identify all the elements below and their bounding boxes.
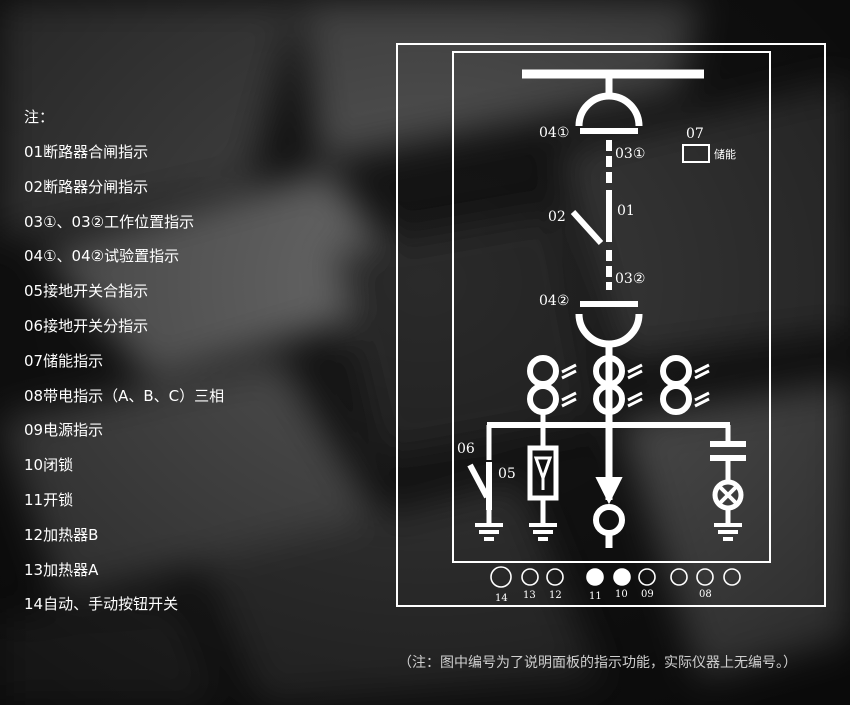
legend-item: 04①、04②试验置指示 <box>24 247 180 266</box>
legend-item: 10闭锁 <box>24 456 74 475</box>
ground-symbol-right <box>714 508 742 541</box>
label-02: 02 <box>548 209 566 225</box>
legend-item: 01断路器合闸指示 <box>24 143 149 161</box>
indicator-08-c <box>723 568 741 586</box>
bottom-label-12: 12 <box>549 590 562 601</box>
legend-list: 01断路器合闸指示 02断路器分闸指示 03①、03②工作位置指示 04①、04… <box>24 139 224 626</box>
legend-item: 09电源指示 <box>24 421 104 440</box>
ground-switch-open-bar <box>467 463 490 499</box>
current-transformer-left <box>527 355 577 415</box>
indicator-08-b <box>696 568 714 586</box>
storage-indicator-box <box>682 144 710 163</box>
footnote: （注：图中编号为了说明面板的指示功能，实际仪器上无编号。） <box>398 655 797 671</box>
legend-item: 14自动、手动按钮开关 <box>24 595 179 614</box>
label-042: 04② <box>539 293 569 309</box>
lower-contact-arc <box>575 313 643 348</box>
label-041: 04① <box>539 125 569 141</box>
cable-output-arrow <box>595 477 623 505</box>
upper-contact-arc <box>575 92 643 127</box>
current-transformer-right <box>660 355 710 415</box>
inner-frame <box>452 51 771 563</box>
legend-item: 11开锁 <box>24 490 74 509</box>
bottom-label-10: 10 <box>615 589 628 600</box>
label-031: 03① <box>615 146 645 162</box>
label-032: 03② <box>615 271 645 287</box>
indicator-09 <box>638 568 656 586</box>
lamp-indicator <box>712 479 744 511</box>
label-07: 07 <box>686 126 704 142</box>
bottom-label-11: 11 <box>589 591 602 602</box>
legend-title: 注： <box>24 108 55 126</box>
label-01: 01 <box>617 203 635 219</box>
legend-item: 07储能指示 <box>24 351 104 370</box>
outer-frame <box>396 43 826 607</box>
indicator-10 <box>613 568 631 586</box>
legend-item: 12加热器B <box>24 525 99 544</box>
indicator-13 <box>521 568 539 586</box>
current-transformer-center <box>593 355 643 415</box>
label-06: 06 <box>457 441 475 457</box>
bottom-label-08: 08 <box>699 589 712 600</box>
indicator-11 <box>586 568 604 586</box>
legend-item: 08带电指示（A、B、C）三相 <box>24 386 225 405</box>
bottom-label-13: 13 <box>523 590 536 601</box>
breaker-open-bar <box>570 209 604 246</box>
legend-item: 03①、03②工作位置指示 <box>24 212 195 231</box>
legend-item: 06接地开关分指示 <box>24 316 149 335</box>
ground-symbol-left <box>475 510 503 541</box>
legend-item: 13加热器A <box>24 560 99 579</box>
earthing-switch-box <box>527 445 559 501</box>
legend-item: 05接地开关合指示 <box>24 282 149 301</box>
indicator-12 <box>546 568 564 586</box>
indicator-08-a <box>670 568 688 586</box>
ground-symbol-mid <box>529 498 557 541</box>
cable-terminal-circle <box>593 504 625 536</box>
bottom-label-09: 09 <box>641 589 654 600</box>
legend-item: 02断路器分闸指示 <box>24 177 149 196</box>
earthing-switch-arrow <box>533 456 553 483</box>
label-05: 05 <box>498 466 516 482</box>
label-storage: 储能 <box>714 147 736 161</box>
bottom-label-14: 14 <box>495 593 508 604</box>
indicator-14 <box>490 566 512 588</box>
